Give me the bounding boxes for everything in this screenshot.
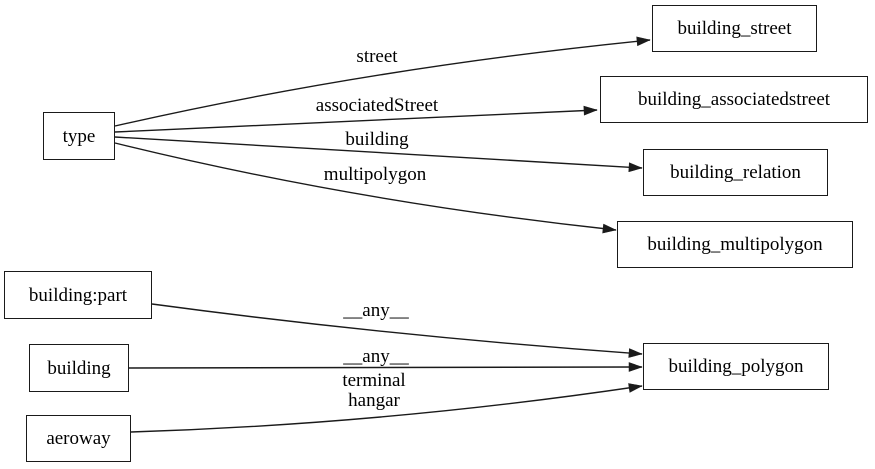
edge-building-to-building_polygon bbox=[128, 367, 642, 368]
node-building-part: building:part bbox=[4, 271, 152, 319]
edge-type-to-building_relation bbox=[114, 136, 642, 168]
node-type: type bbox=[43, 112, 115, 160]
edge-label-type-to-building_associatedstreet: associatedStreet bbox=[315, 95, 439, 116]
edge-label-type-to-building_street: street bbox=[356, 46, 398, 67]
edge-label-aeroway-to-building_polygon: terminal hangar bbox=[342, 370, 406, 411]
edge-type-to-building_associatedstreet bbox=[114, 110, 597, 133]
edge-type-to-building_multipolygon bbox=[114, 142, 616, 230]
edge-type-to-building_street bbox=[114, 40, 650, 127]
node-building_street: building_street bbox=[652, 5, 817, 52]
edge-building-part-to-building_polygon bbox=[151, 303, 642, 354]
node-building_associatedstreet: building_associatedstreet bbox=[600, 76, 868, 123]
edge-label-building-to-building_polygon: __any__ bbox=[343, 346, 409, 367]
node-aeroway: aeroway bbox=[26, 415, 131, 462]
edge-group bbox=[114, 40, 650, 433]
edge-label-building-part-to-building_polygon: __any__ bbox=[343, 300, 409, 321]
edge-aeroway-to-building_polygon bbox=[130, 386, 642, 433]
node-building_multipolygon: building_multipolygon bbox=[617, 221, 853, 268]
node-building_polygon: building_polygon bbox=[643, 343, 829, 390]
node-building_relation: building_relation bbox=[643, 149, 828, 196]
node-building: building bbox=[29, 344, 129, 392]
edge-label-type-to-building_multipolygon: multipolygon bbox=[323, 164, 427, 185]
edge-label-type-to-building_relation: building bbox=[345, 129, 409, 150]
